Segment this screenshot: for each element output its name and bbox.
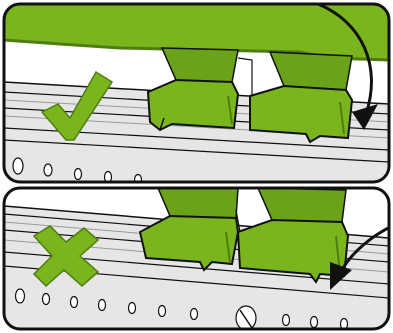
clip-left — [146, 47, 240, 132]
insert-arrow — [340, 224, 389, 271]
clip-right-misplaced — [235, 188, 350, 284]
panel-incorrect-border — [2, 186, 391, 331]
clip-right — [237, 51, 354, 144]
panel-incorrect — [4, 188, 389, 329]
insert-arrow — [317, 4, 373, 115]
rail-holes — [14, 288, 349, 329]
arrow-head-icon — [330, 262, 352, 290]
arrow-head-icon — [352, 104, 378, 130]
panel-correct — [4, 4, 389, 182]
rail-holes — [12, 157, 143, 182]
check-mark-icon — [40, 70, 114, 141]
cross-mark-icon — [32, 225, 100, 288]
panel-correct-border — [2, 2, 391, 184]
clip-left-misplaced — [138, 188, 240, 272]
